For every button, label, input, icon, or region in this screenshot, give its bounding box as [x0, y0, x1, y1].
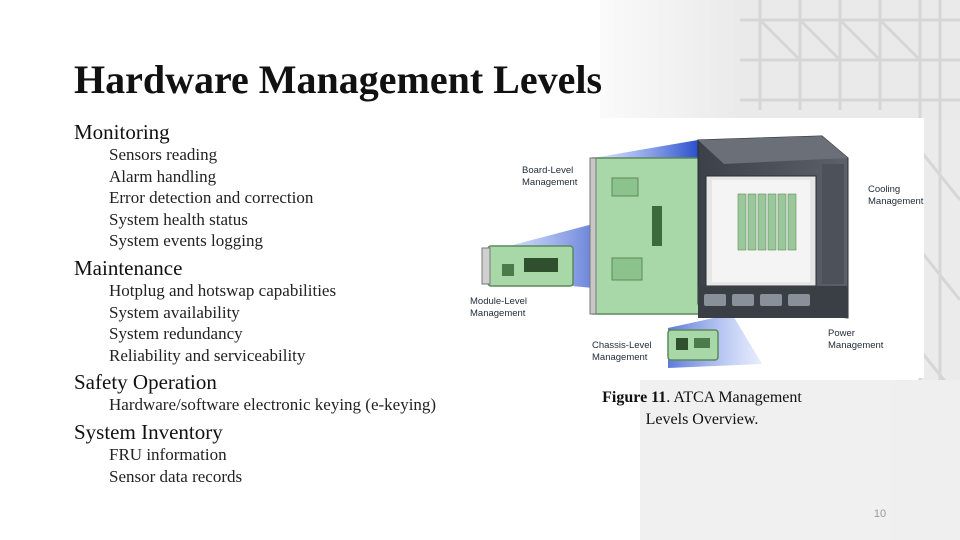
caption-figure-number: Figure 11 — [602, 389, 667, 406]
bullet-item: FRU information — [109, 444, 227, 464]
section-maintenance: Maintenance Hotplug and hotswap capabili… — [74, 256, 544, 366]
bullet-item: Hardware/software electronic keying (e-k… — [109, 395, 437, 415]
chassis-shelf — [697, 135, 849, 319]
slide-title: Hardware Management Levels — [74, 57, 603, 102]
section-heading: Monitoring — [74, 120, 170, 144]
board-level-label: Management — [522, 177, 578, 188]
board-level-label: Board-Level — [522, 165, 573, 176]
section-heading: Safety Operation — [74, 370, 217, 395]
bullet-item: System events logging — [109, 231, 263, 251]
section-safety-operation: Safety Operation Hardware/software elect… — [74, 370, 544, 416]
bullet-item: Sensor data records — [109, 466, 243, 486]
chassis-module-card — [667, 329, 719, 361]
chassis-level-label: Management — [592, 352, 648, 363]
section-heading: System Inventory — [74, 419, 223, 444]
bullet-item: Error detection and correction — [109, 188, 314, 208]
section-system-inventory: System Inventory FRU information Sensor … — [74, 420, 544, 487]
bullet-item: Alarm handling — [109, 166, 217, 186]
module-card — [481, 245, 574, 287]
atca-management-figure: Board-Level Management Module-Level Mana… — [462, 118, 924, 378]
module-level-label: Management — [470, 308, 526, 319]
chassis-level-label: Chassis-Level — [592, 340, 652, 351]
bullet-outline: Monitoring Sensors reading Alarm handlin… — [74, 120, 544, 491]
bullet-item: Hotplug and hotswap capabilities — [109, 280, 337, 300]
module-level-label: Module-Level — [470, 296, 527, 307]
section-heading: Maintenance — [74, 255, 183, 280]
power-management-label: Power — [828, 328, 855, 339]
section-monitoring: Monitoring Sensors reading Alarm handlin… — [74, 120, 544, 252]
cooling-management-label: Management — [868, 196, 924, 207]
figure-caption: Figure 11. ATCA Management Levels Overvi… — [584, 387, 820, 431]
board-card — [589, 157, 700, 315]
bullet-item: System redundancy — [109, 324, 243, 344]
bullet-item: System availability — [109, 302, 240, 322]
bullet-item: System health status — [109, 209, 248, 229]
cooling-management-label: Cooling — [868, 184, 900, 195]
bullet-item: Sensors reading — [109, 145, 218, 164]
caption-text: . ATCA Management Levels Overview. — [645, 389, 802, 428]
power-management-label: Management — [828, 340, 884, 351]
slide-number: 10 — [873, 508, 887, 520]
bullet-item: Reliability and serviceability — [109, 345, 306, 365]
